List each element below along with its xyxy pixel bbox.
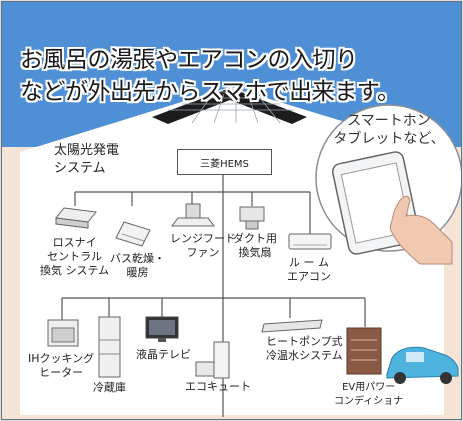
heat-pump-icon — [261, 319, 323, 333]
range-hood-line-2: ファン — [186, 246, 220, 259]
duct-fan-line-2: 換気扇 — [238, 246, 272, 259]
solar-label: 太陽光発電 システム — [54, 142, 119, 178]
device-label-lossnay: ロスナイ セントラル 換気 システム — [40, 236, 109, 278]
ih-cooker-line-2: ヒーター — [39, 366, 84, 379]
device-label-refrigerator: 冷蔵庫 — [93, 381, 126, 394]
range-hood-icon — [171, 203, 215, 227]
solar-label-line-2: システム — [54, 161, 106, 176]
device-label-heat-pump: ヒートポンプ式 冷温水システム — [266, 335, 343, 363]
device-label-ecocute: エコキュート — [185, 380, 251, 393]
ev-car-icon — [386, 346, 459, 384]
duct-fan-line-1: ダクト用 — [233, 232, 277, 245]
device-label-ih-cooker: IHクッキング ヒーター — [28, 352, 94, 380]
lossnay-line-1: ロスナイ — [52, 236, 97, 249]
ev-conditioner-line-2: コンディショナ — [334, 396, 404, 407]
device-label-ev-conditioner: EV用パワー コンディショナ — [334, 381, 403, 409]
headline-line-1: お風呂の湯張やエアコンの入切り — [20, 47, 358, 73]
heat-pump-line-2: 冷温水システム — [266, 349, 343, 362]
solar-label-line-1: 太陽光発電 — [54, 143, 120, 158]
bubble-caption: スマートホン タブレットなど、 — [333, 112, 445, 148]
lossnay-line-2: セントラル — [47, 250, 103, 263]
room-ac-line-2: エアコン — [287, 270, 331, 283]
duct-fan-icon — [239, 206, 265, 230]
bubble-line-1: スマートホン — [347, 113, 431, 129]
ih-cooker-line-1: IHクッキング — [28, 352, 95, 365]
bath-dryer-line-2: 暖房 — [126, 266, 149, 279]
ev-conditioner-line-1: EV用パワー — [342, 382, 396, 393]
device-label-tv: 液晶テレビ — [136, 348, 191, 361]
ceiling-unit-icon — [55, 207, 97, 229]
device-label-bath-dryer: バス乾燥・ 暖房 — [110, 252, 165, 280]
bath-dryer-icon — [115, 221, 151, 247]
device-label-duct-fan: ダクト用 換気扇 — [233, 232, 277, 260]
bath-dryer-line-1: バス乾燥・ — [110, 252, 165, 265]
bubble-line-2: タブレットなど、 — [333, 131, 445, 147]
air-conditioner-icon — [288, 233, 332, 250]
power-conditioner-icon — [346, 327, 382, 375]
headline-line-2: などが外出先からスマホで出来ます。 — [20, 79, 400, 105]
lossnay-line-3: 換気 システム — [40, 264, 110, 277]
tv-icon — [145, 316, 179, 342]
refrigerator-icon — [98, 316, 121, 378]
ih-cooker-icon — [47, 319, 79, 347]
device-label-room-ac: ル ー ム エアコン — [287, 256, 331, 284]
device-label-range-hood: レンジフード ファン — [170, 232, 236, 260]
range-hood-line-1: レンジフード — [170, 232, 236, 245]
heat-pump-line-1: ヒートポンプ式 — [266, 335, 343, 348]
water-heater-icon — [195, 341, 230, 379]
hand-icon — [389, 195, 453, 265]
room-ac-line-1: ル ー ム — [289, 256, 329, 269]
hems-box: 三菱HEMS — [177, 149, 272, 175]
solar-panels-icon — [152, 88, 307, 124]
